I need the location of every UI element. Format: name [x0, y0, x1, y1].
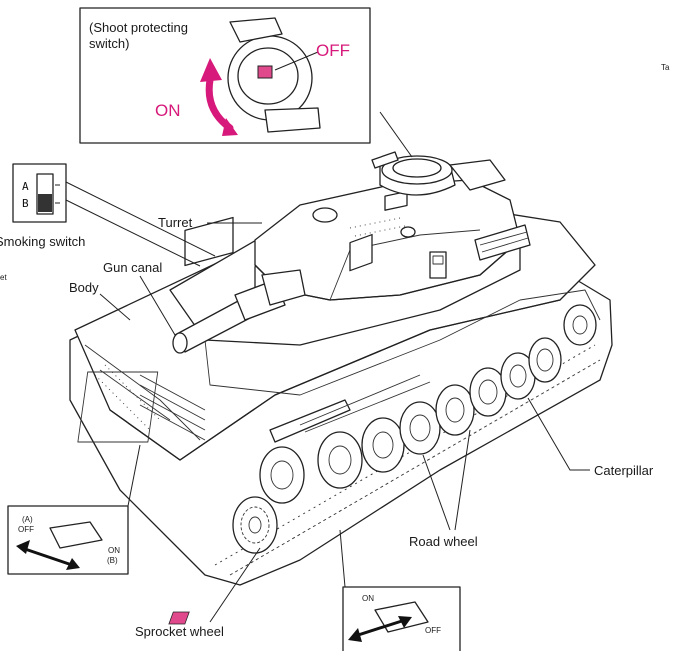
on-label: ON	[155, 101, 181, 120]
bottom-switch-inset: ON OFF	[168, 586, 461, 651]
sprocket	[232, 496, 278, 554]
tank-illustration	[69, 151, 613, 586]
shoot-switch-label-line1: (Shoot protecting	[89, 20, 188, 35]
shoot-switch-label-line2: switch)	[89, 36, 129, 51]
body-label: Body	[69, 280, 99, 295]
cupola	[371, 151, 506, 196]
gun-canal-label: Gun canal	[103, 260, 162, 275]
left-switch-off: OFF	[18, 525, 34, 534]
road-wheels	[259, 337, 562, 504]
left-switch-a: (A)	[22, 515, 33, 524]
road-wheel-label: Road wheel	[409, 534, 478, 549]
bottom-switch-off: OFF	[425, 626, 441, 635]
off-label: OFF	[316, 41, 350, 60]
bottom-switch-knob	[168, 611, 190, 625]
sprocket-wheel-label: Sprocket wheel	[135, 624, 224, 639]
left-switch-inset: (A) OFF ON (B)	[7, 505, 129, 575]
smoking-switch-b: B	[22, 197, 29, 210]
bottom-switch-on: ON	[362, 594, 374, 603]
shoot-switch-inset: (Shoot protecting switch) OFF ON	[79, 7, 371, 144]
turret-label: Turret	[158, 215, 193, 230]
left-switch-on: ON	[108, 546, 120, 555]
shoot-switch-knob	[257, 65, 273, 79]
cropped-right-text: Ta	[661, 63, 670, 72]
smoking-switch-inset: A B	[12, 163, 67, 223]
smoking-switch-label: Smoking switch	[0, 234, 85, 249]
smoking-switch-a: A	[22, 180, 29, 193]
caterpillar-label: Caterpillar	[594, 463, 654, 478]
cropped-left-text: et	[0, 273, 7, 282]
gun-barrel	[172, 269, 306, 354]
left-switch-b: (B)	[107, 556, 118, 565]
front-grille	[77, 371, 206, 443]
